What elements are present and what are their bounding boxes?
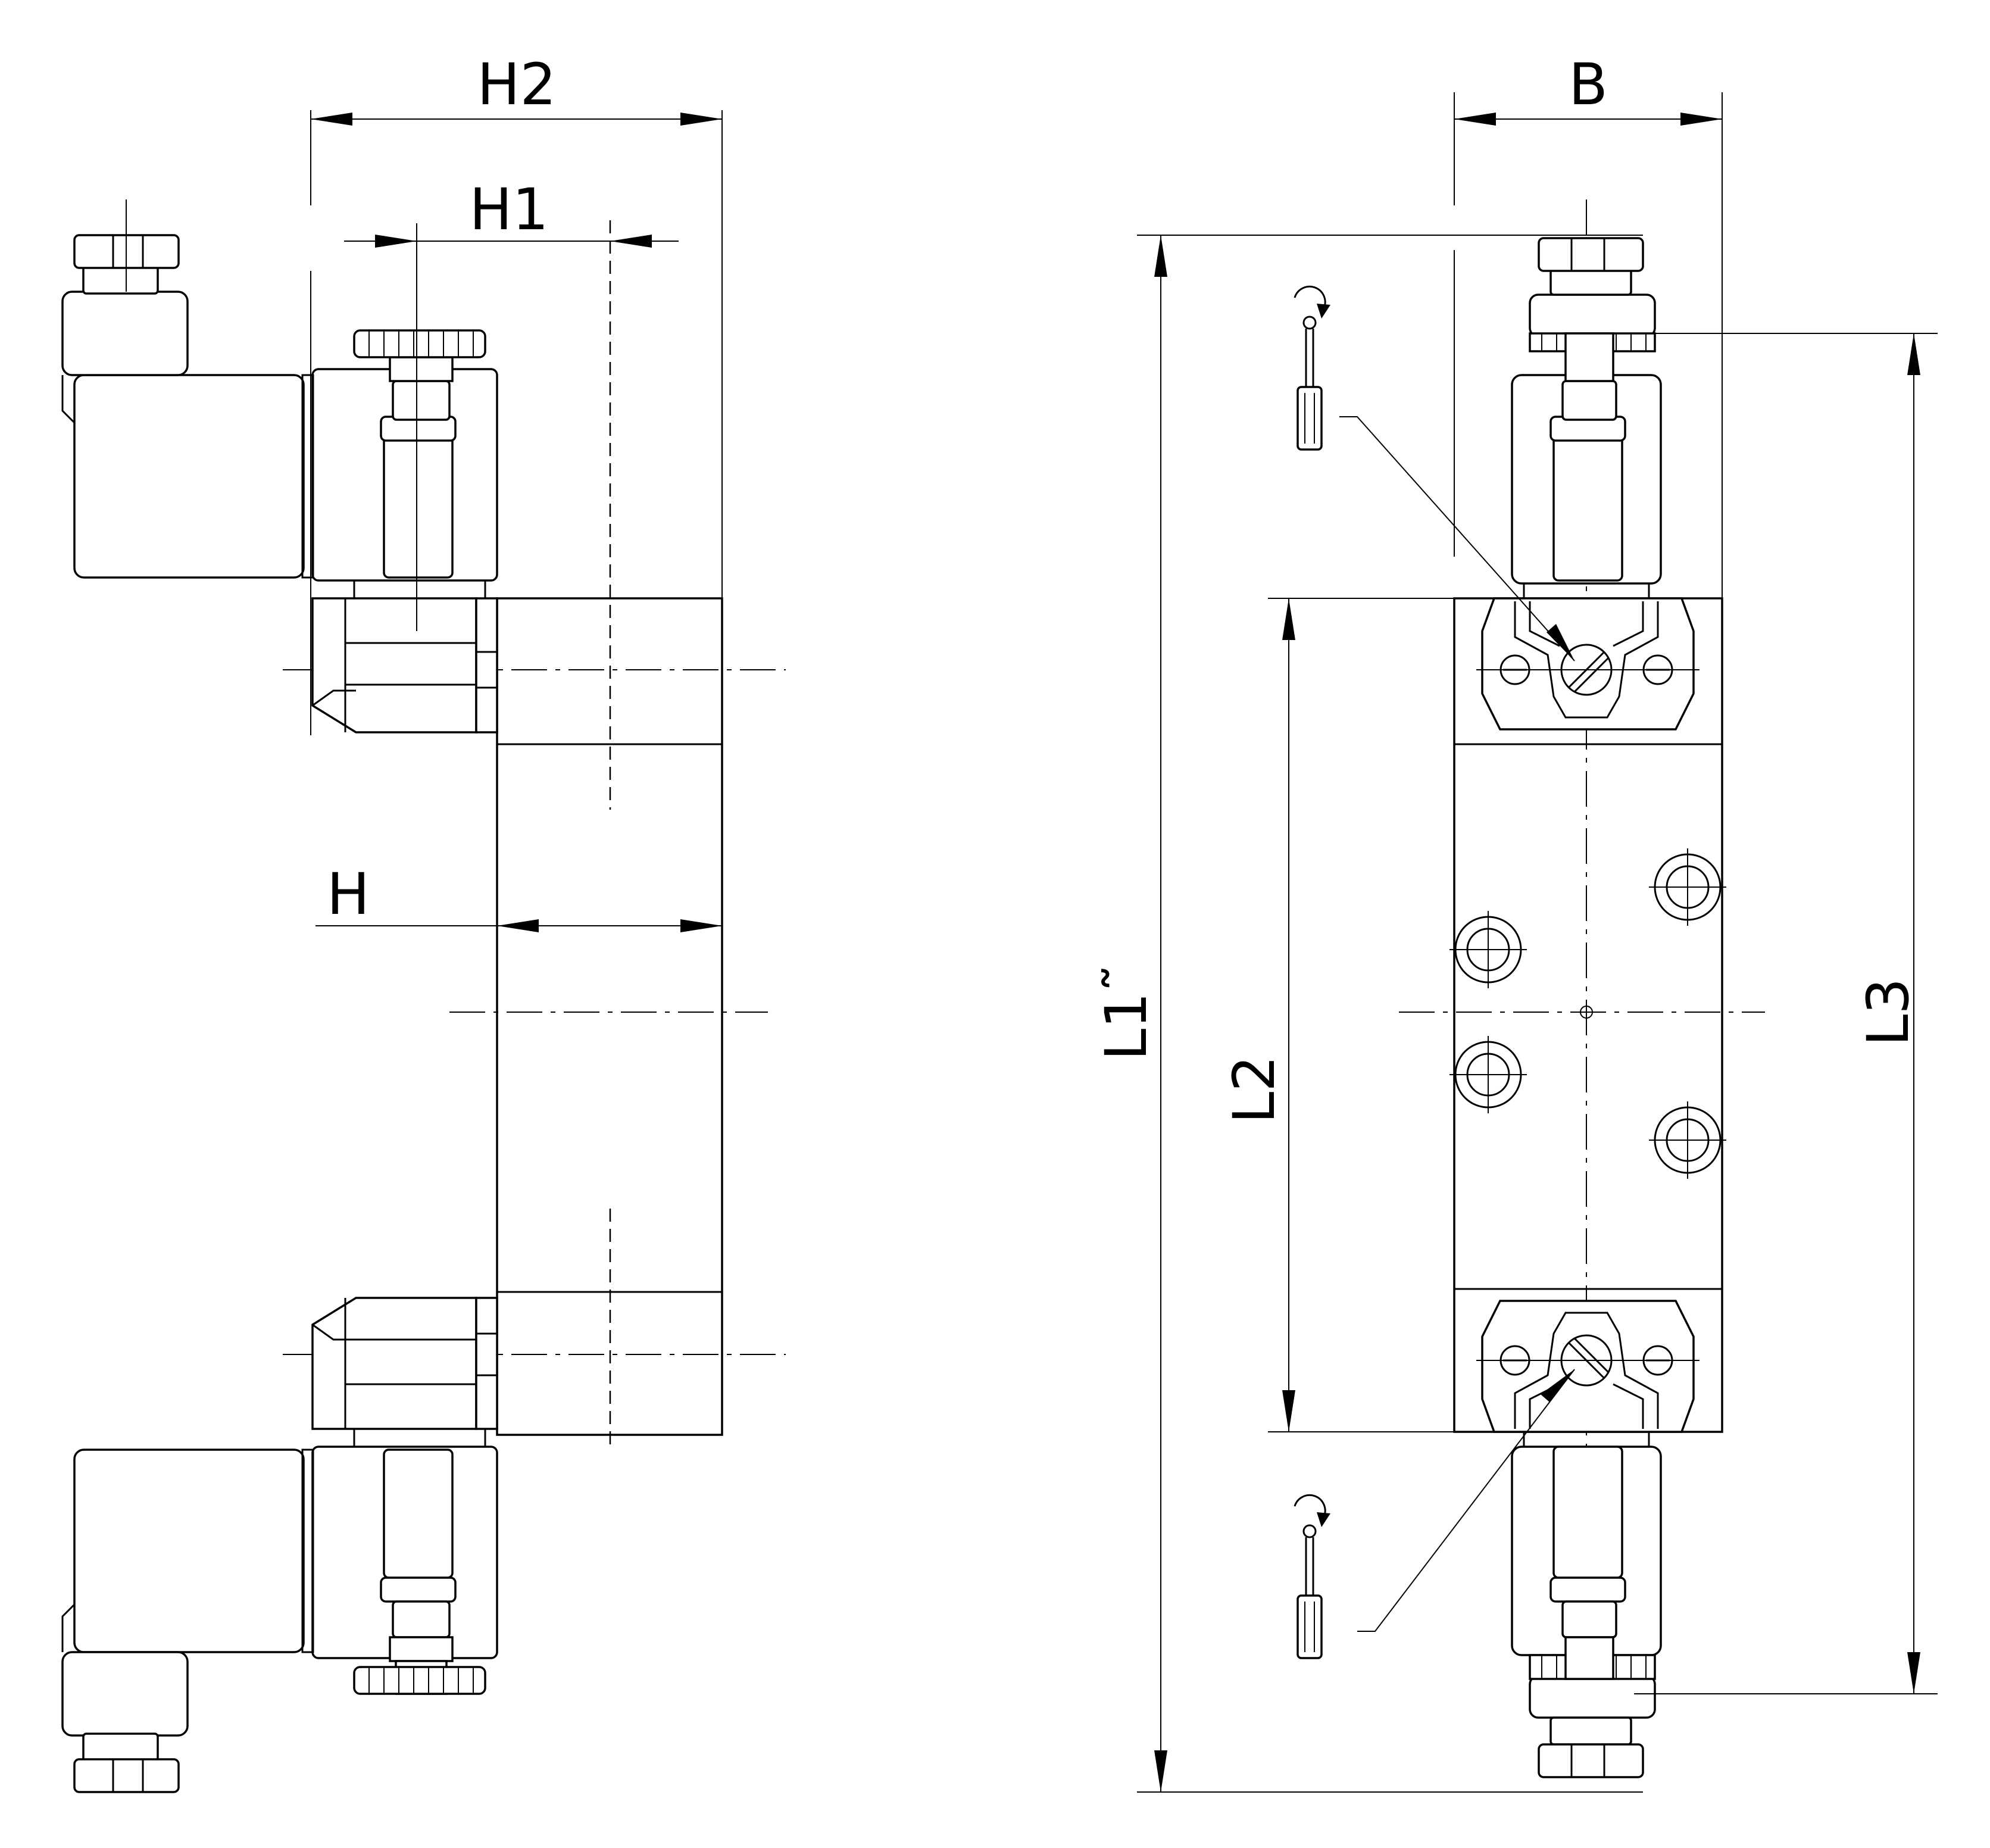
label-b: B	[1569, 51, 1608, 118]
dimension-b: B	[1454, 51, 1722, 126]
label-h2: H2	[477, 51, 556, 118]
dimension-h2: H2	[311, 51, 722, 126]
dimension-l2: L2	[1221, 598, 1295, 1432]
screwdriver-icon	[1294, 285, 1330, 451]
dimension-h: H	[315, 861, 722, 932]
mounting-hole-icon	[1649, 848, 1726, 926]
mounting-hole-icon	[1449, 1036, 1527, 1113]
slotted-screw-icon	[1560, 644, 1613, 696]
solenoid-bottom-side	[61, 1429, 498, 1793]
solenoid-top-side	[61, 199, 498, 631]
dimension-l3: L3	[1855, 333, 1922, 1694]
dimension-l1: L1˜	[1093, 235, 1167, 1792]
screwdriver-icon	[1294, 1494, 1330, 1659]
pilot-bottom-side	[311, 1297, 498, 1430]
label-l2: L2	[1221, 1056, 1288, 1124]
pilot-top-side	[311, 597, 498, 733]
label-l3: L3	[1855, 978, 1922, 1047]
label-h: H	[327, 861, 370, 928]
side-view: H2 H1 H	[61, 51, 786, 1793]
slotted-screw-icon	[1560, 1334, 1613, 1387]
valve-body-front	[1453, 597, 1723, 1433]
label-l1: L1˜	[1093, 964, 1160, 1061]
label-h1: H1	[469, 176, 548, 243]
valve-body-side	[496, 597, 723, 1436]
end-cap-bottom-front	[1476, 1300, 1700, 1433]
solenoid-bottom-front	[1511, 1432, 1662, 1778]
front-view: B L1˜ L2 L3	[1093, 51, 1938, 1793]
mounting-hole-icon	[1649, 1101, 1726, 1179]
dimension-h1: H1	[344, 176, 679, 248]
end-cap-top-front	[1476, 597, 1700, 731]
solenoid-top-front	[1511, 237, 1662, 598]
mounting-hole-icon	[1449, 911, 1527, 988]
